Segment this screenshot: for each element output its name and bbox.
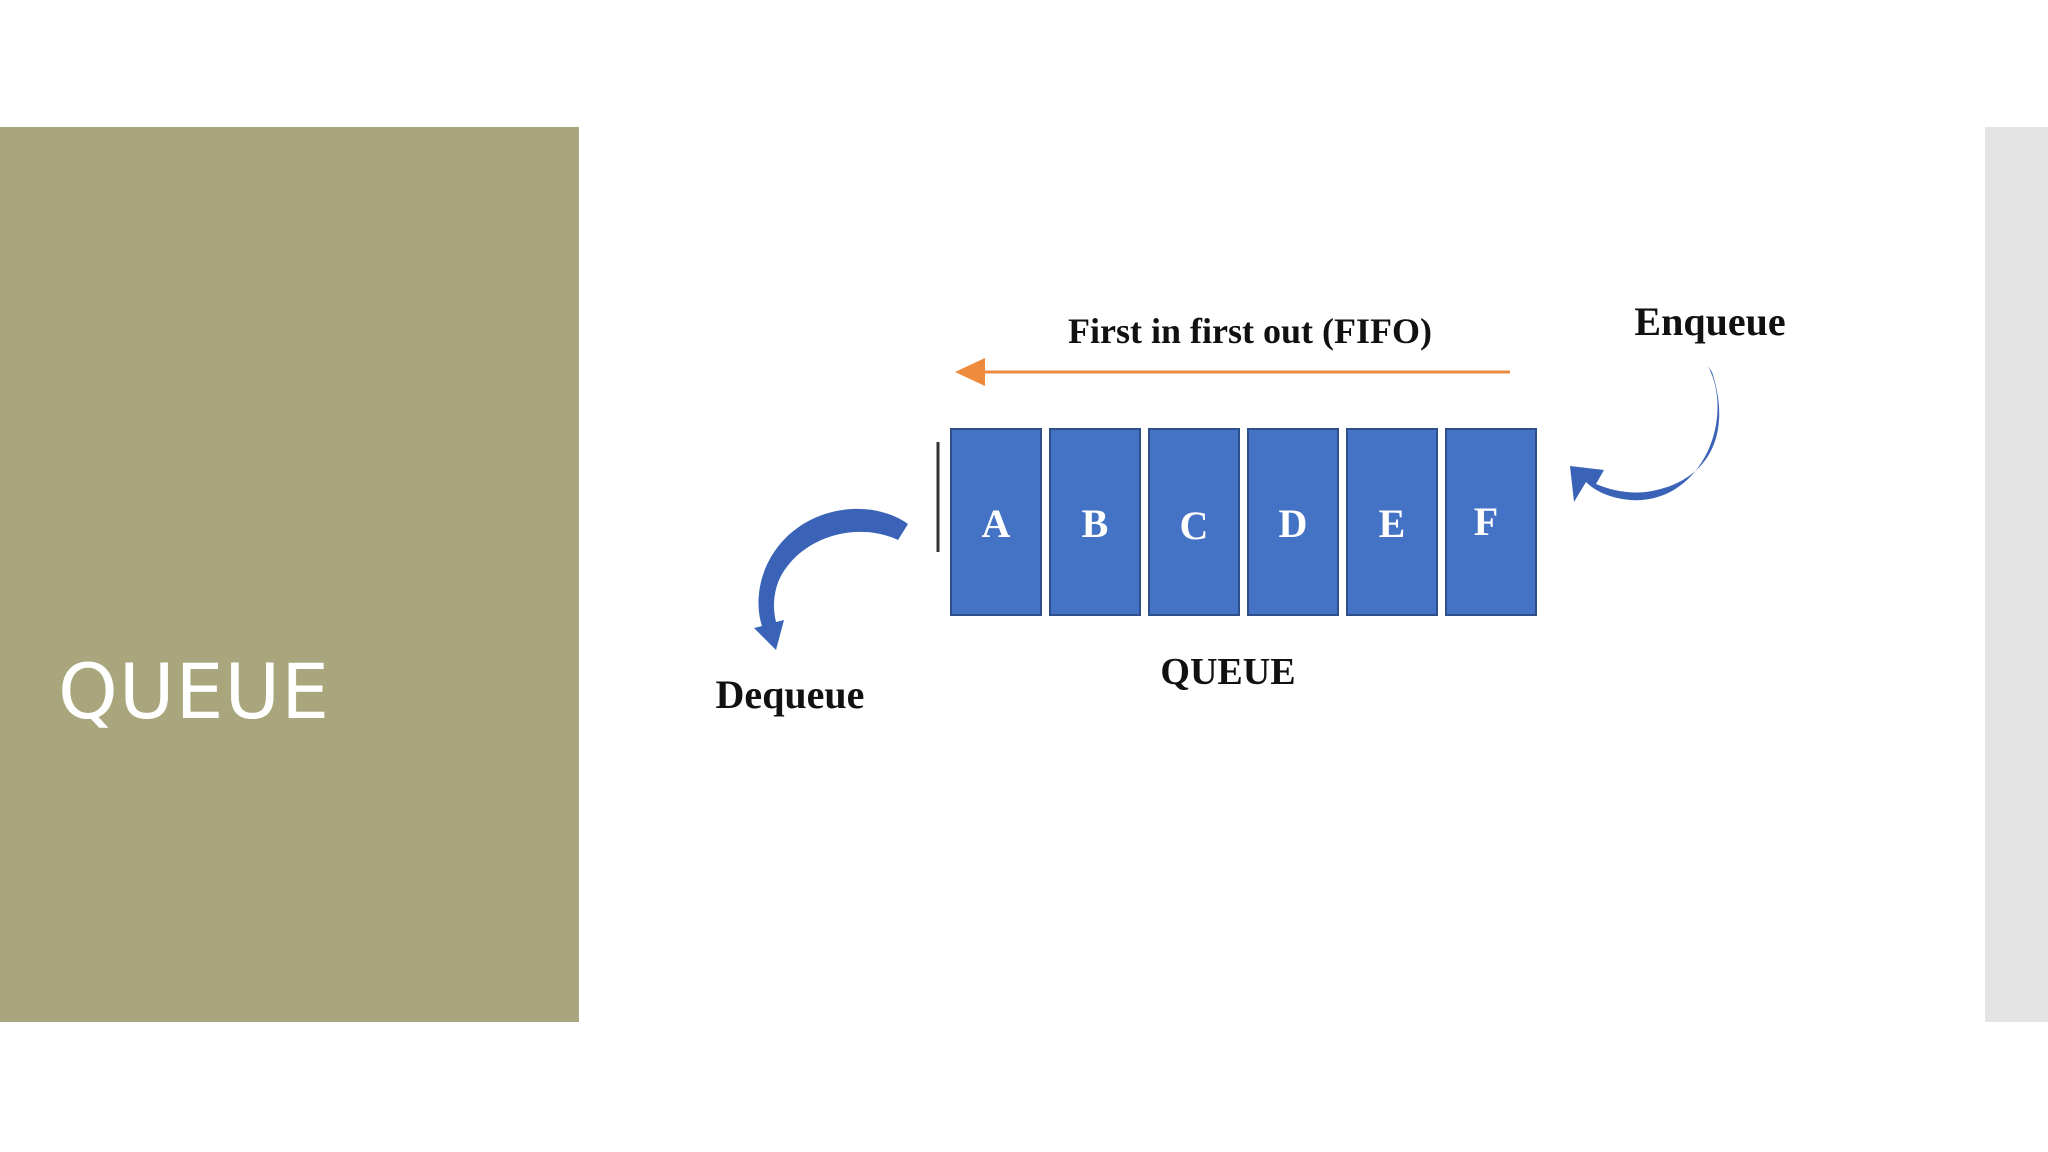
queue-cell-d-label: D: [1279, 501, 1308, 546]
queue-cell-f: [1445, 428, 1537, 616]
queue-cell-c: [1148, 428, 1240, 616]
queue-cell-e: [1346, 428, 1438, 616]
right-edge-strip: [1985, 127, 2048, 1022]
queue-cell-c-label: C: [1180, 503, 1209, 548]
queue-cell-b-label: B: [1082, 501, 1109, 546]
slide-title: QUEUE: [58, 647, 331, 736]
queue-cell-e-label: E: [1379, 501, 1406, 546]
title-panel: QUEUE: [0, 127, 579, 1022]
queue-cell-f-label: F: [1474, 499, 1498, 544]
fifo-label: First in first out (FIFO): [1068, 311, 1432, 351]
queue-cell-d: [1247, 428, 1339, 616]
queue-cells: A B C D E F: [950, 428, 1537, 616]
dequeue-label: Dequeue: [716, 672, 865, 717]
queue-label: QUEUE: [1160, 651, 1295, 693]
enqueue-arrow-icon: [1570, 366, 1720, 502]
fifo-arrow-head: [955, 358, 985, 386]
queue-cell-b: [1049, 428, 1141, 616]
enqueue-label: Enqueue: [1634, 299, 1785, 344]
queue-cell-a: [950, 428, 1042, 616]
dequeue-arrow-icon: [754, 508, 908, 650]
queue-cell-a-label: A: [982, 501, 1011, 546]
